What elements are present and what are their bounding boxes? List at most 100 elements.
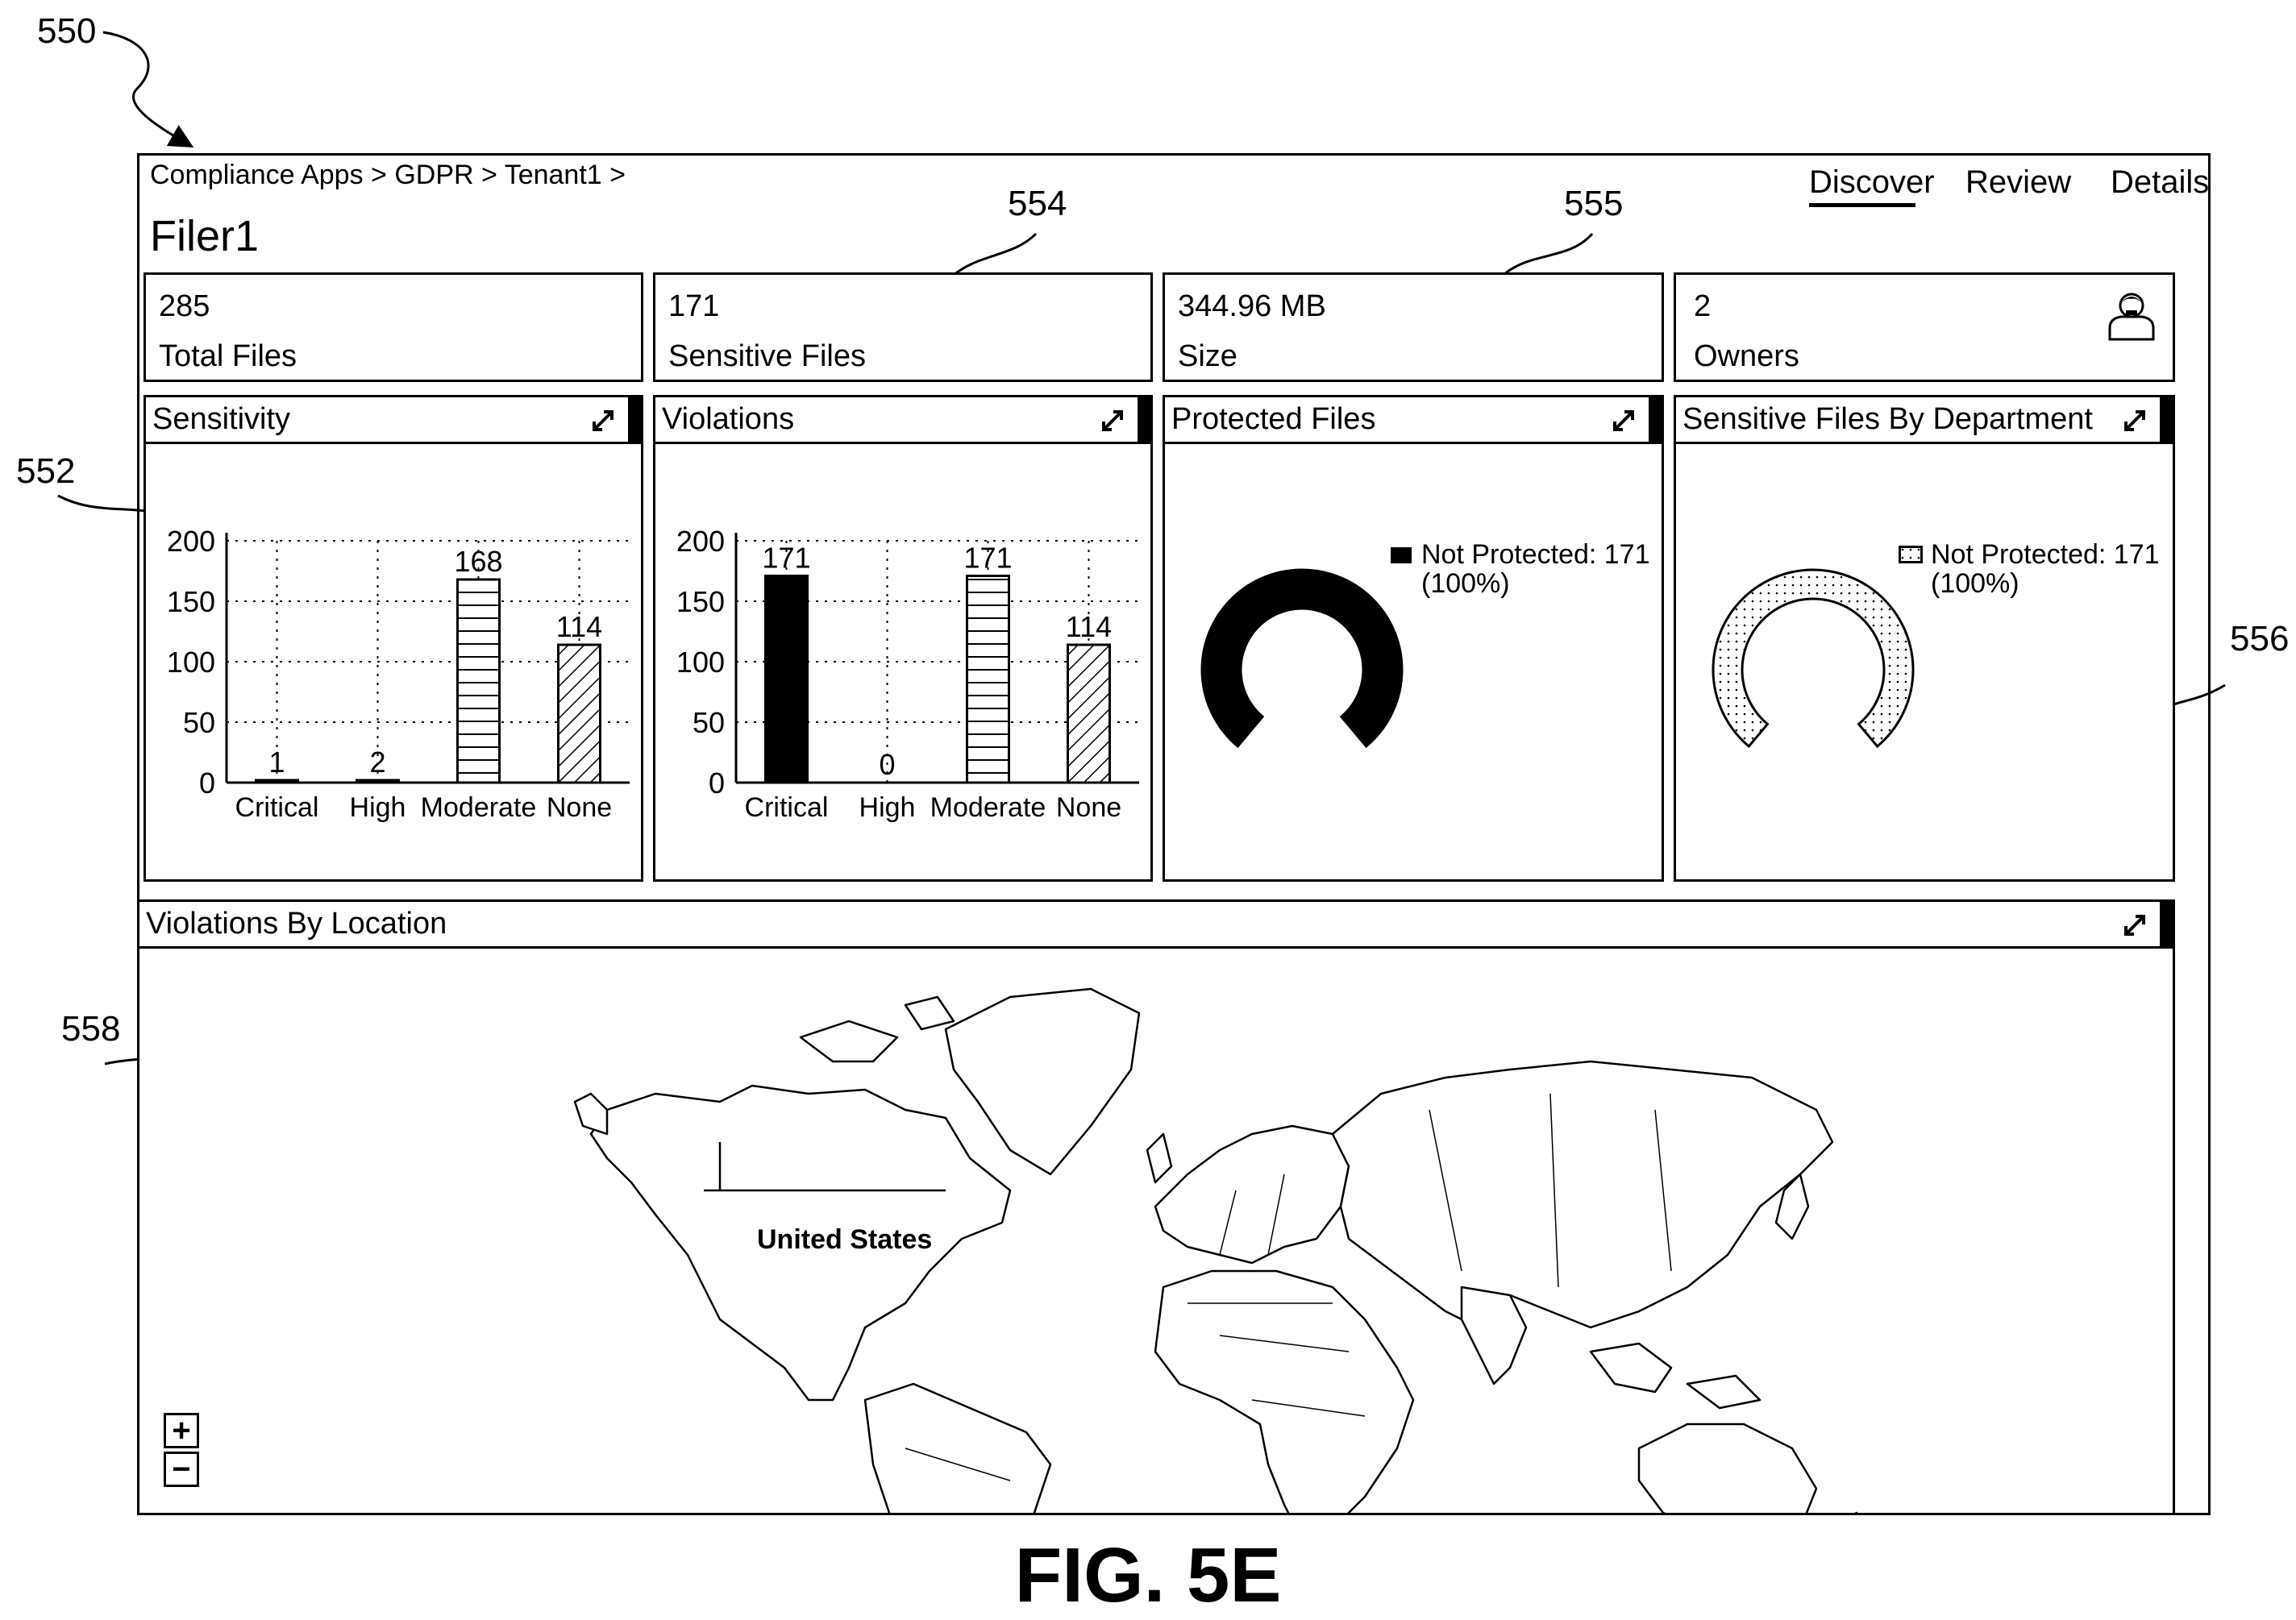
southeast-asia (1591, 1344, 1760, 1408)
department-panel-title: Sensitive Files By Department (1682, 402, 2093, 437)
size-label: Size (1178, 339, 1237, 374)
expand-icon[interactable] (2121, 407, 2148, 434)
bar-critical (766, 576, 808, 783)
panel-drag-handle[interactable] (1649, 397, 1662, 444)
violations-panel: Violations 050100150200171Critical0High1… (653, 395, 1153, 882)
greenland (946, 989, 1139, 1174)
legend-swatch-not-protected-dotted (1899, 546, 1923, 563)
sensitivity-panel-header: Sensitivity (146, 397, 641, 444)
tab-discover[interactable]: Discover (1809, 164, 1935, 201)
violations-panel-header: Violations (655, 397, 1150, 444)
expand-icon[interactable] (1610, 407, 1637, 434)
y-tick-label: 0 (709, 766, 725, 800)
expand-icon[interactable] (2121, 912, 2148, 939)
india (1462, 1287, 1526, 1384)
user-avatar-icon (2103, 286, 2160, 343)
y-tick-label: 200 (167, 525, 215, 558)
active-tab-underline (1809, 203, 1915, 207)
tab-details[interactable]: Details (2111, 164, 2209, 201)
protected-legend-label: Not Protected: 171 (1421, 539, 1650, 571)
violations-panel-title: Violations (662, 402, 794, 437)
department-legend-percent: (100%) (1931, 568, 2019, 600)
expand-icon[interactable] (1099, 407, 1126, 434)
sensitivity-bar-chart: 0501001502001Critical2High168Moderate114… (146, 444, 641, 879)
zoom-in-button[interactable]: + (164, 1413, 199, 1448)
stat-card-owners: 2 Owners (1674, 272, 2175, 382)
x-tick-label: None (547, 792, 612, 823)
asia (1333, 1061, 1832, 1327)
y-tick-label: 100 (676, 646, 725, 679)
panel-drag-handle[interactable] (1138, 397, 1150, 444)
bar-none (1068, 645, 1110, 783)
protected-files-donut-chart (1165, 444, 1662, 879)
x-tick-label: High (859, 792, 916, 823)
bar-moderate (967, 576, 1009, 783)
location-panel-header: Violations By Location (139, 902, 2173, 949)
panel-drag-handle[interactable] (2160, 902, 2173, 949)
size-value: 344.96 MB (1178, 289, 1326, 324)
sensitivity-panel-title: Sensitivity (152, 402, 290, 437)
department-panel-header: Sensitive Files By Department (1676, 397, 2173, 444)
sensitive-files-label: Sensitive Files (668, 339, 866, 374)
zoom-out-button[interactable]: − (164, 1452, 199, 1487)
total-files-value: 285 (159, 289, 210, 324)
bar-value-label: 114 (1066, 610, 1112, 643)
protected-files-panel: Protected Files Not Protected: 171 (100%… (1163, 395, 1664, 882)
sensitivity-panel: Sensitivity 0501001502001Critical2High16… (144, 395, 643, 882)
figure-caption: FIG. 5E (0, 1531, 2296, 1620)
y-tick-label: 50 (693, 706, 725, 739)
owners-value: 2 (1694, 289, 1711, 324)
ref-556: 556 (2230, 619, 2289, 659)
page-title: Filer1 (150, 211, 259, 261)
x-tick-label: High (350, 792, 406, 823)
bar-value-label: 0 (879, 748, 895, 781)
tab-review[interactable]: Review (1965, 164, 2071, 201)
protected-legend-percent: (100%) (1421, 568, 1510, 600)
owners-label: Owners (1694, 339, 1799, 374)
breadcrumb[interactable]: Compliance Apps > GDPR > Tenant1 > (150, 160, 626, 191)
bar-value-label: 168 (454, 545, 502, 578)
arctic-islands (801, 997, 954, 1061)
violations-bar-chart: 050100150200171Critical0High171Moderate1… (655, 444, 1150, 879)
x-tick-label: Moderate (421, 792, 537, 823)
map-marker-label[interactable]: United States (757, 1224, 932, 1256)
y-tick-label: 100 (167, 646, 215, 679)
department-legend-label: Not Protected: 171 (1931, 539, 2160, 571)
x-tick-label: Critical (745, 792, 829, 823)
x-tick-label: Moderate (930, 792, 1046, 823)
department-panel: Sensitive Files By Department Not Protec… (1674, 395, 2175, 882)
world-map[interactable] (139, 949, 2173, 1513)
y-tick-label: 150 (676, 585, 725, 618)
protected-files-panel-header: Protected Files (1165, 397, 1662, 444)
ref-552: 552 (16, 451, 75, 492)
africa (1155, 1271, 1413, 1513)
donut-slice-not-protected (1202, 570, 1402, 746)
bar-critical (256, 780, 298, 783)
y-tick-label: 0 (199, 766, 215, 800)
donut-slice-not-protected (1713, 570, 1913, 746)
location-panel-title: Violations By Location (146, 907, 447, 941)
europe (1155, 1126, 1349, 1263)
sensitive-files-value: 171 (668, 289, 719, 324)
x-tick-label: Critical (235, 792, 319, 823)
department-donut-chart (1676, 444, 2173, 879)
expand-icon[interactable] (589, 407, 617, 434)
bar-value-label: 1 (268, 746, 285, 779)
y-tick-label: 50 (183, 706, 215, 739)
panel-drag-handle[interactable] (2160, 397, 2173, 444)
stat-card-total-files: 285 Total Files (144, 272, 643, 382)
legend-swatch-not-protected (1391, 547, 1412, 563)
x-tick-label: None (1056, 792, 1121, 823)
uk (1147, 1134, 1171, 1182)
stat-card-sensitive-files: 171 Sensitive Files (653, 272, 1153, 382)
protected-files-panel-title: Protected Files (1171, 402, 1375, 437)
panel-drag-handle[interactable] (628, 397, 641, 444)
bar-none (559, 645, 601, 783)
y-tick-label: 150 (167, 585, 215, 618)
stat-card-size: 344.96 MB Size (1163, 272, 1664, 382)
violations-by-location-panel: Violations By Location (137, 899, 2175, 1515)
alaska (575, 1094, 607, 1134)
total-files-label: Total Files (159, 339, 297, 374)
bar-value-label: 114 (556, 610, 602, 643)
ref-558: 558 (61, 1009, 120, 1049)
